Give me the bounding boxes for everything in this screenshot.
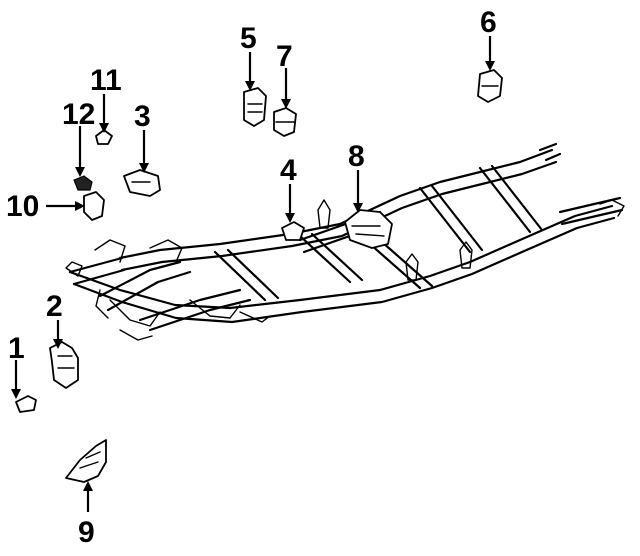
callout-2: 2 [46,290,63,323]
callout-3: 3 [134,100,151,133]
callout-1: 1 [8,332,25,365]
part-6 [477,69,503,103]
part-10 [83,191,105,221]
part-5 [243,87,267,127]
part-2 [49,341,79,389]
callout-7: 7 [276,40,293,73]
part-12 [73,175,93,191]
callout-4: 4 [280,154,297,187]
callout-10: 10 [6,190,39,223]
part-1 [15,395,37,413]
part-7 [273,107,297,137]
callout-labels: 1 2 3 4 5 6 7 8 9 10 11 12 [6,6,497,549]
part-11 [95,129,113,145]
vehicle-frame [65,142,625,341]
part-3 [123,169,161,197]
callout-12: 12 [62,98,95,131]
callout-9: 9 [78,516,95,549]
callout-8: 8 [348,140,365,173]
callout-11: 11 [90,64,122,97]
callout-arrows [11,36,495,512]
part-9 [65,439,107,483]
callout-5: 5 [240,22,257,55]
callout-6: 6 [480,6,497,39]
